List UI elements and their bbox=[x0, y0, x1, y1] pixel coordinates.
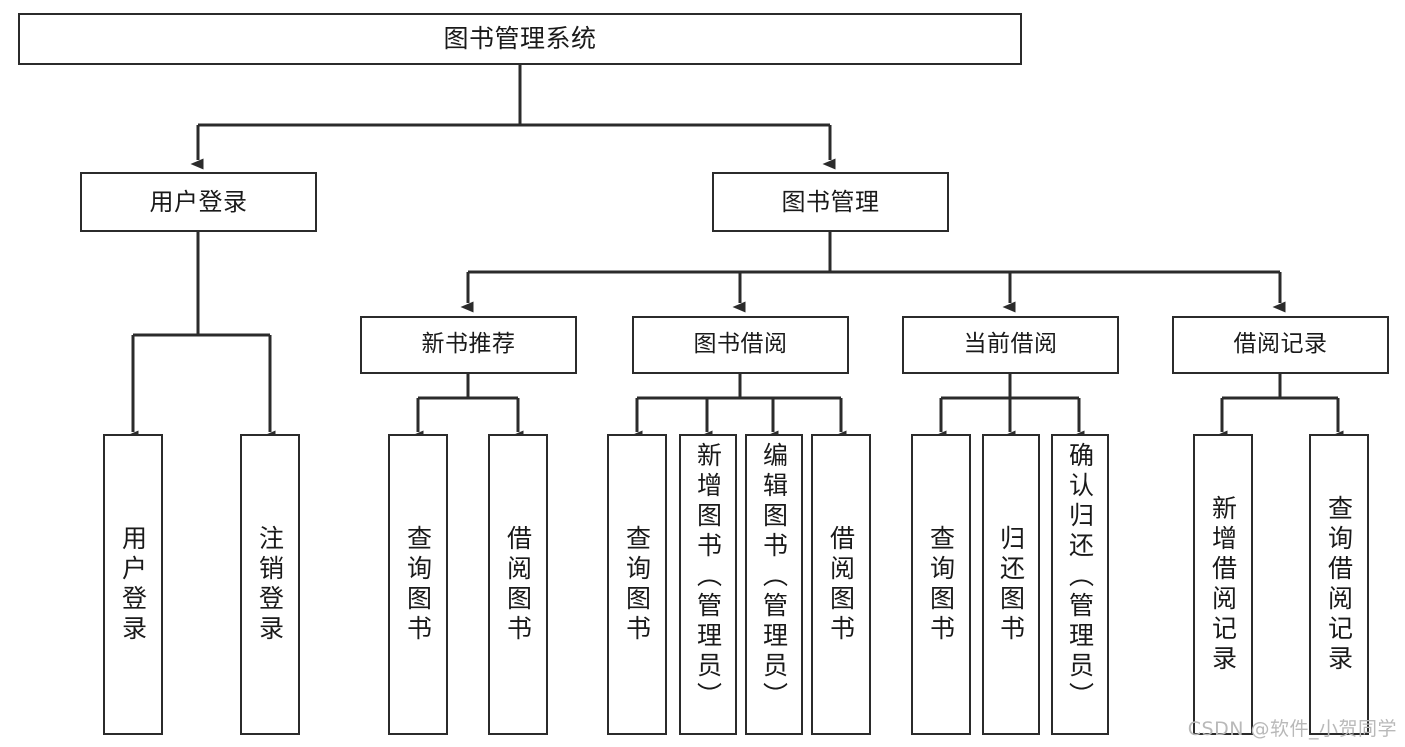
node-current-borrow[interactable]: 当前借阅 bbox=[902, 316, 1119, 374]
node-label: 注销登录 bbox=[255, 524, 285, 645]
node-label: 借阅图书 bbox=[826, 524, 856, 645]
node-label: 查询借阅记录 bbox=[1324, 494, 1354, 675]
node-label: 用户登录 bbox=[149, 187, 248, 216]
node-label: 当前借阅 bbox=[963, 331, 1058, 358]
leaf-query-record[interactable]: 查询借阅记录 bbox=[1309, 434, 1369, 735]
leaf-logout-login[interactable]: 注销登录 bbox=[240, 434, 300, 735]
node-borrow-record[interactable]: 借阅记录 bbox=[1172, 316, 1389, 374]
leaf-user-login[interactable]: 用户登录 bbox=[103, 434, 163, 735]
node-label: 查询图书 bbox=[622, 524, 652, 645]
node-label: 新增借阅记录 bbox=[1208, 494, 1238, 675]
node-label: 新增图书（管理员） bbox=[693, 442, 723, 712]
node-label: 图书管理系统 bbox=[443, 24, 597, 54]
node-book-borrow[interactable]: 图书借阅 bbox=[632, 316, 849, 374]
leaf-query-book-3[interactable]: 查询图书 bbox=[911, 434, 971, 735]
node-label: 新书推荐 bbox=[421, 331, 516, 358]
node-root-book-management-system[interactable]: 图书管理系统 bbox=[18, 13, 1022, 65]
node-label: 借阅记录 bbox=[1233, 331, 1328, 358]
leaf-edit-book[interactable]: 编辑图书（管理员） bbox=[745, 434, 803, 735]
leaf-query-book-1[interactable]: 查询图书 bbox=[388, 434, 448, 735]
node-label: 图书借阅 bbox=[693, 331, 788, 358]
csdn-watermark: CSDN @软件_小贺同学 bbox=[1187, 718, 1397, 740]
node-book-management[interactable]: 图书管理 bbox=[712, 172, 949, 232]
leaf-confirm-return[interactable]: 确认归还（管理员） bbox=[1051, 434, 1109, 735]
leaf-add-record[interactable]: 新增借阅记录 bbox=[1193, 434, 1253, 735]
node-label: 借阅图书 bbox=[503, 524, 533, 645]
node-new-book-recommend[interactable]: 新书推荐 bbox=[360, 316, 577, 374]
node-label: 图书管理 bbox=[781, 187, 880, 216]
node-label: 编辑图书（管理员） bbox=[759, 442, 789, 712]
leaf-return-book[interactable]: 归还图书 bbox=[982, 434, 1040, 735]
node-label: 归还图书 bbox=[996, 524, 1026, 645]
node-user-login[interactable]: 用户登录 bbox=[80, 172, 317, 232]
node-label: 查询图书 bbox=[403, 524, 433, 645]
leaf-borrow-book-2[interactable]: 借阅图书 bbox=[811, 434, 871, 735]
node-label: 确认归还（管理员） bbox=[1065, 442, 1095, 712]
leaf-query-book-2[interactable]: 查询图书 bbox=[607, 434, 667, 735]
node-label: 用户登录 bbox=[118, 524, 148, 645]
node-label: 查询图书 bbox=[926, 524, 956, 645]
leaf-add-book[interactable]: 新增图书（管理员） bbox=[679, 434, 737, 735]
leaf-borrow-book-1[interactable]: 借阅图书 bbox=[488, 434, 548, 735]
